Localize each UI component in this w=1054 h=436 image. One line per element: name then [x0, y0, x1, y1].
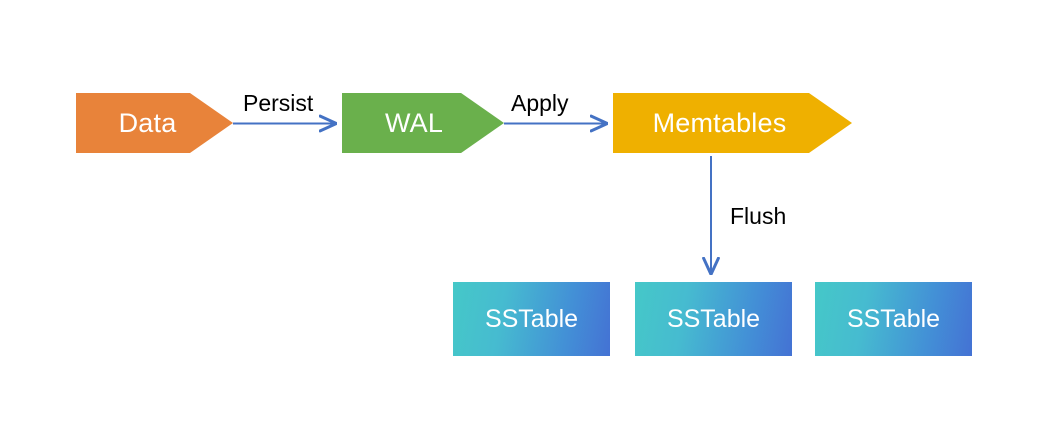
node-sstable-1-label: SSTable — [484, 304, 579, 333]
edge-label-persist: Persist — [243, 90, 314, 116]
node-sstable-2[interactable]: SSTable — [635, 282, 792, 356]
node-sstable-1[interactable]: SSTable — [453, 282, 610, 356]
node-memtables-label: Memtables — [652, 107, 787, 138]
node-wal-label: WAL — [384, 107, 444, 138]
node-memtables[interactable]: Memtables — [613, 93, 852, 153]
node-data-label: Data — [118, 107, 177, 138]
node-wal[interactable]: WAL — [342, 93, 504, 153]
node-sstable-2-label: SSTable — [666, 304, 761, 333]
edge-label-apply: Apply — [511, 90, 569, 116]
node-data[interactable]: Data — [76, 93, 233, 153]
node-sstable-3-label: SSTable — [846, 304, 941, 333]
node-sstable-3[interactable]: SSTable — [815, 282, 972, 356]
edge-label-flush: Flush — [730, 203, 787, 229]
